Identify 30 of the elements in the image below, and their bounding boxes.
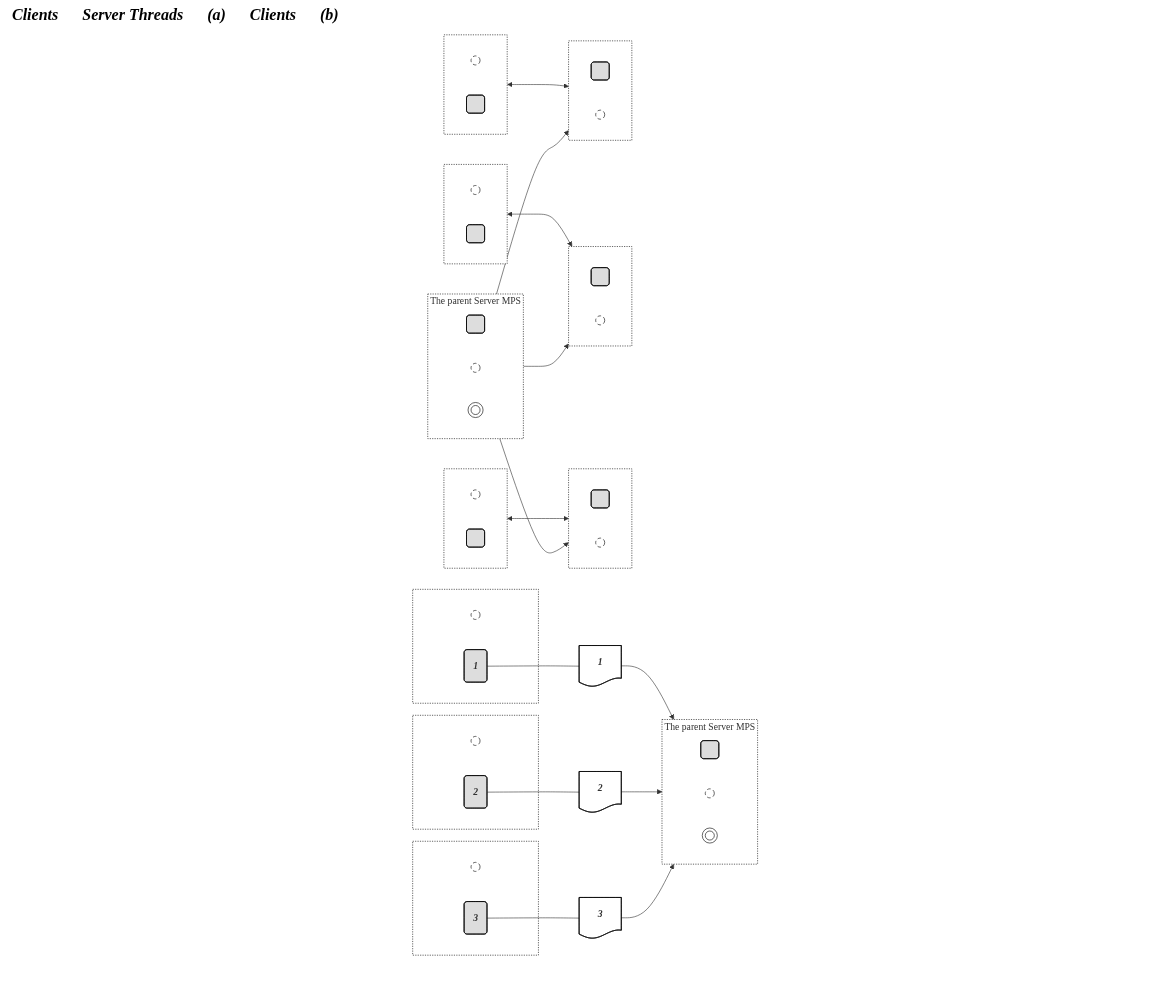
connector: [487, 665, 581, 667]
column-heading: (b): [320, 6, 339, 24]
column-heading: Clients: [249, 6, 296, 24]
column-heading: (a): [207, 6, 226, 24]
node-circle: [705, 788, 715, 799]
node-circle: [471, 736, 481, 746]
column-heading: Clients: [12, 6, 59, 24]
cluster: The parent Server MPS: [662, 719, 759, 865]
cluster: The parent Server MPS: [427, 293, 524, 439]
cluster: [443, 34, 508, 135]
connector: [487, 791, 581, 793]
column-heading: Server Threads: [82, 6, 184, 24]
cluster: [443, 468, 508, 569]
node-circle: [471, 610, 481, 620]
node-circle: [595, 109, 606, 120]
cluster: [568, 246, 633, 347]
cluster: [568, 40, 633, 141]
cluster: [412, 840, 540, 956]
cluster: [412, 715, 540, 830]
connector: [487, 917, 581, 919]
cluster: [412, 589, 540, 704]
node-circle: [471, 55, 481, 66]
node-circle: [595, 537, 606, 548]
node-circle: [471, 489, 481, 500]
node-circle: [471, 363, 481, 373]
node-circle: [471, 185, 481, 195]
node-circle: [471, 862, 481, 872]
cluster: [568, 468, 633, 569]
cluster: [443, 164, 508, 265]
node-circle: [595, 315, 606, 326]
